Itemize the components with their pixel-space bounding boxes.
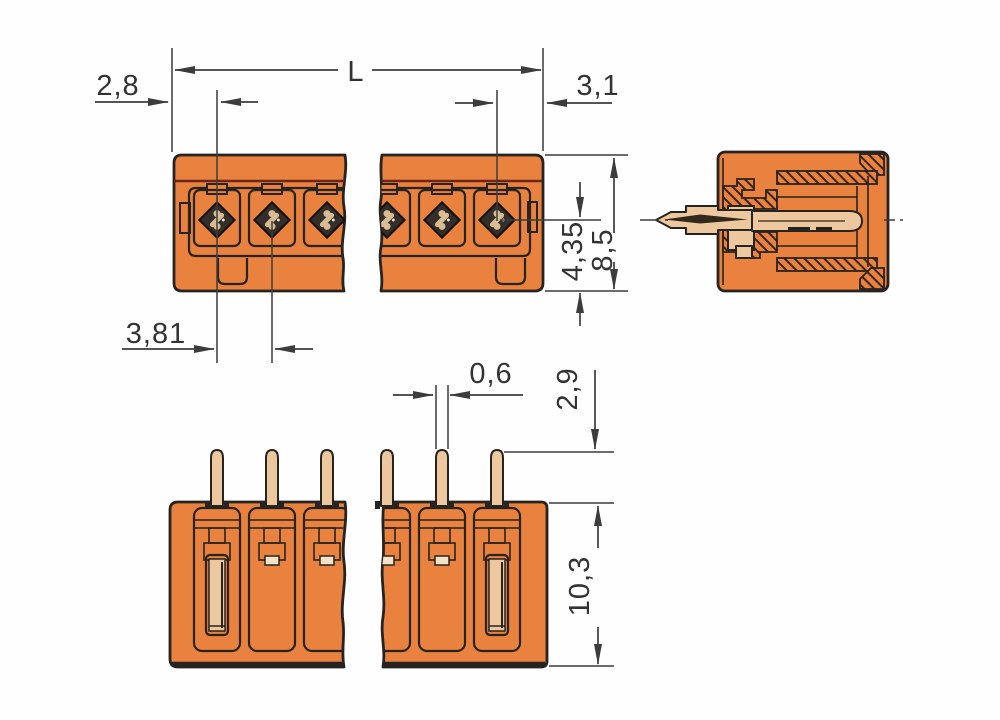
dim-label-pin-to-edge: 3,1 (576, 70, 619, 102)
extension-lines (171, 48, 628, 667)
dim-label-housing-depth: 10,3 (564, 556, 596, 616)
keying-notch (216, 258, 249, 286)
section-hatch-bottom-wall (776, 257, 878, 272)
pin-core-line (664, 214, 748, 224)
solder-pin (380, 449, 394, 507)
section-hatch-bottom-corner (859, 267, 885, 290)
dimension-lines (95, 66, 618, 665)
solder-pin (320, 449, 334, 507)
dim-label-edge-to-pin: 2,8 (96, 70, 139, 102)
housing-front-right-segment (378, 153, 545, 293)
solder-pin (435, 449, 449, 507)
side-section-view (640, 150, 906, 293)
section-hatch-top-wall (776, 170, 878, 185)
dim-label-pin-pitch: 3,81 (126, 318, 186, 350)
dim-label-pin-protrusion: 2,9 (552, 367, 584, 410)
contact-frame (187, 186, 346, 258)
dimension-labels: 2,8 L 3,1 8,5 4,35 3,81 0,6 2,9 10,3 (96, 56, 619, 616)
solder-pin (265, 449, 279, 507)
dim-label-center-to-bottom: 4,35 (557, 221, 589, 281)
solder-pin (210, 449, 224, 507)
pin-side-view (168, 449, 549, 669)
dim-label-pin-width: 0,6 (469, 358, 512, 390)
housing-bottom-left-segment (168, 500, 348, 669)
contact-frame (380, 186, 532, 258)
keying-notch (494, 258, 527, 286)
dim-label-total-length: L (347, 56, 364, 88)
front-view (172, 153, 545, 293)
solder-pin (490, 449, 504, 507)
dim-label-height-overall: 8,5 (587, 228, 619, 271)
frame-side-tab (527, 201, 538, 233)
